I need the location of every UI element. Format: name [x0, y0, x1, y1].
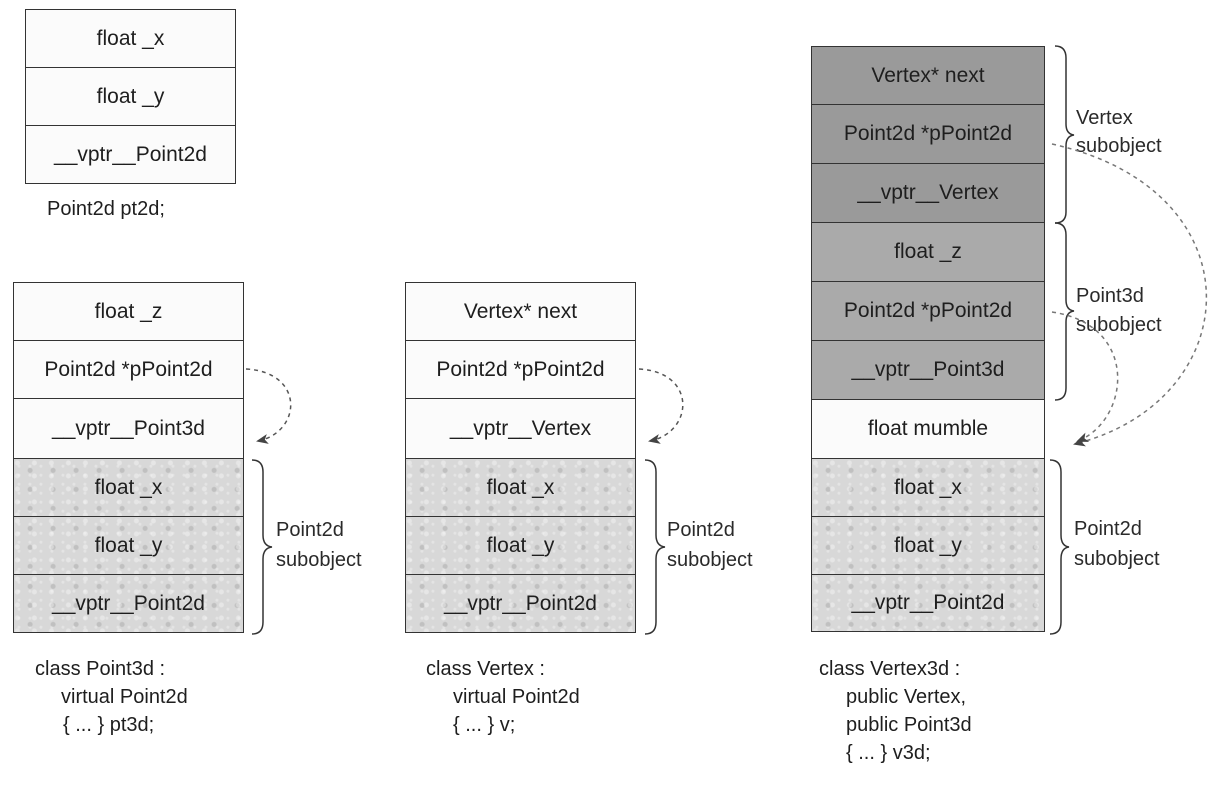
pt3d-field-vptr-point2d: __vptr__Point2d	[14, 574, 243, 632]
pt3d-field-y: float _y	[14, 516, 243, 574]
v3d-field-mumble: float mumble	[812, 399, 1044, 458]
v-subobject-brace	[644, 459, 666, 635]
v3d-vertex-label-1: Vertex	[1076, 107, 1133, 129]
v3d-caption-line1: class Vertex3d :	[819, 658, 961, 680]
v-field-y: float _y	[406, 516, 635, 574]
v-caption-line1: class Vertex :	[426, 658, 545, 680]
v3d-field-vptr-vertex: __vptr__Vertex	[812, 163, 1044, 222]
v-caption-line2: virtual Point2d	[453, 686, 580, 708]
v3d-caption-line4: { ... } v3d;	[846, 742, 931, 764]
v-field-x: float _x	[406, 458, 635, 516]
v3d-point2d-label-2: subobject	[1074, 548, 1160, 570]
pt2d-field-x: float _x	[26, 10, 235, 67]
pt2d-layout: float _x float _y __vptr__Point2d	[25, 9, 236, 184]
pt3d-field-x: float _x	[14, 458, 243, 516]
pt3d-subobject-label-2: subobject	[276, 549, 362, 571]
v-caption-line3: { ... } v;	[453, 714, 516, 736]
v-field-next: Vertex* next	[406, 283, 635, 340]
v-subobject-label-2: subobject	[667, 549, 753, 571]
v-field-vptr-vertex: __vptr__Vertex	[406, 398, 635, 458]
pt3d-caption-line3: { ... } pt3d;	[63, 714, 155, 736]
v3d-stack: Vertex* next Point2d *pPoint2d __vptr__V…	[811, 46, 1045, 632]
v3d-field-next: Vertex* next	[812, 47, 1044, 104]
v3d-point3d-brace	[1054, 222, 1075, 401]
pt3d-subobject-brace	[251, 459, 273, 635]
v3d-vertex-brace	[1054, 45, 1075, 224]
v-layout: Vertex* next Point2d *pPoint2d __vptr__V…	[405, 282, 636, 633]
v-stack: Vertex* next Point2d *pPoint2d __vptr__V…	[405, 282, 636, 633]
v3d-field-y: float _y	[812, 516, 1044, 574]
v-pointer-arrow	[638, 368, 684, 444]
pt2d-caption: Point2d pt2d;	[47, 198, 165, 220]
pt3d-field-z: float _z	[14, 283, 243, 340]
v3d-field-ppoint2d-point3d: Point2d *pPoint2d	[812, 281, 1044, 340]
v3d-point2d-label-1: Point2d	[1074, 518, 1142, 540]
v-subobject-label-1: Point2d	[667, 519, 735, 541]
v-field-vptr-point2d: __vptr__Point2d	[406, 574, 635, 632]
pt3d-subobject-label-1: Point2d	[276, 519, 344, 541]
v3d-caption-line3: public Point3d	[846, 714, 972, 736]
pt3d-field-vptr-point3d: __vptr__Point3d	[14, 398, 243, 458]
pt3d-layout: float _z Point2d *pPoint2d __vptr__Point…	[13, 282, 244, 633]
pt2d-stack: float _x float _y __vptr__Point2d	[25, 9, 236, 184]
v3d-field-vptr-point3d: __vptr__Point3d	[812, 340, 1044, 399]
pt3d-stack: float _z Point2d *pPoint2d __vptr__Point…	[13, 282, 244, 633]
pt3d-pointer-arrow	[245, 368, 292, 444]
v3d-caption-line2: public Vertex,	[846, 686, 967, 708]
pt3d-caption-line1: class Point3d :	[35, 658, 166, 680]
v3d-field-x: float _x	[812, 458, 1044, 516]
v3d-field-ppoint2d-vertex: Point2d *pPoint2d	[812, 104, 1044, 163]
pt3d-field-ppoint2d: Point2d *pPoint2d	[14, 340, 243, 398]
v-field-ppoint2d: Point2d *pPoint2d	[406, 340, 635, 398]
pt2d-field-vptr: __vptr__Point2d	[26, 125, 235, 183]
v3d-point2d-brace	[1049, 459, 1070, 635]
v3d-field-vptr-point2d: __vptr__Point2d	[812, 574, 1044, 631]
v3d-vertex-label-2: subobject	[1076, 135, 1162, 157]
pt3d-caption-line2: virtual Point2d	[61, 686, 188, 708]
pt2d-field-y: float _y	[26, 67, 235, 125]
v3d-layout: Vertex* next Point2d *pPoint2d __vptr__V…	[811, 46, 1045, 632]
v3d-point3d-label-2: subobject	[1076, 314, 1162, 336]
v3d-field-z: float _z	[812, 222, 1044, 281]
v3d-point3d-label-1: Point3d	[1076, 285, 1144, 307]
